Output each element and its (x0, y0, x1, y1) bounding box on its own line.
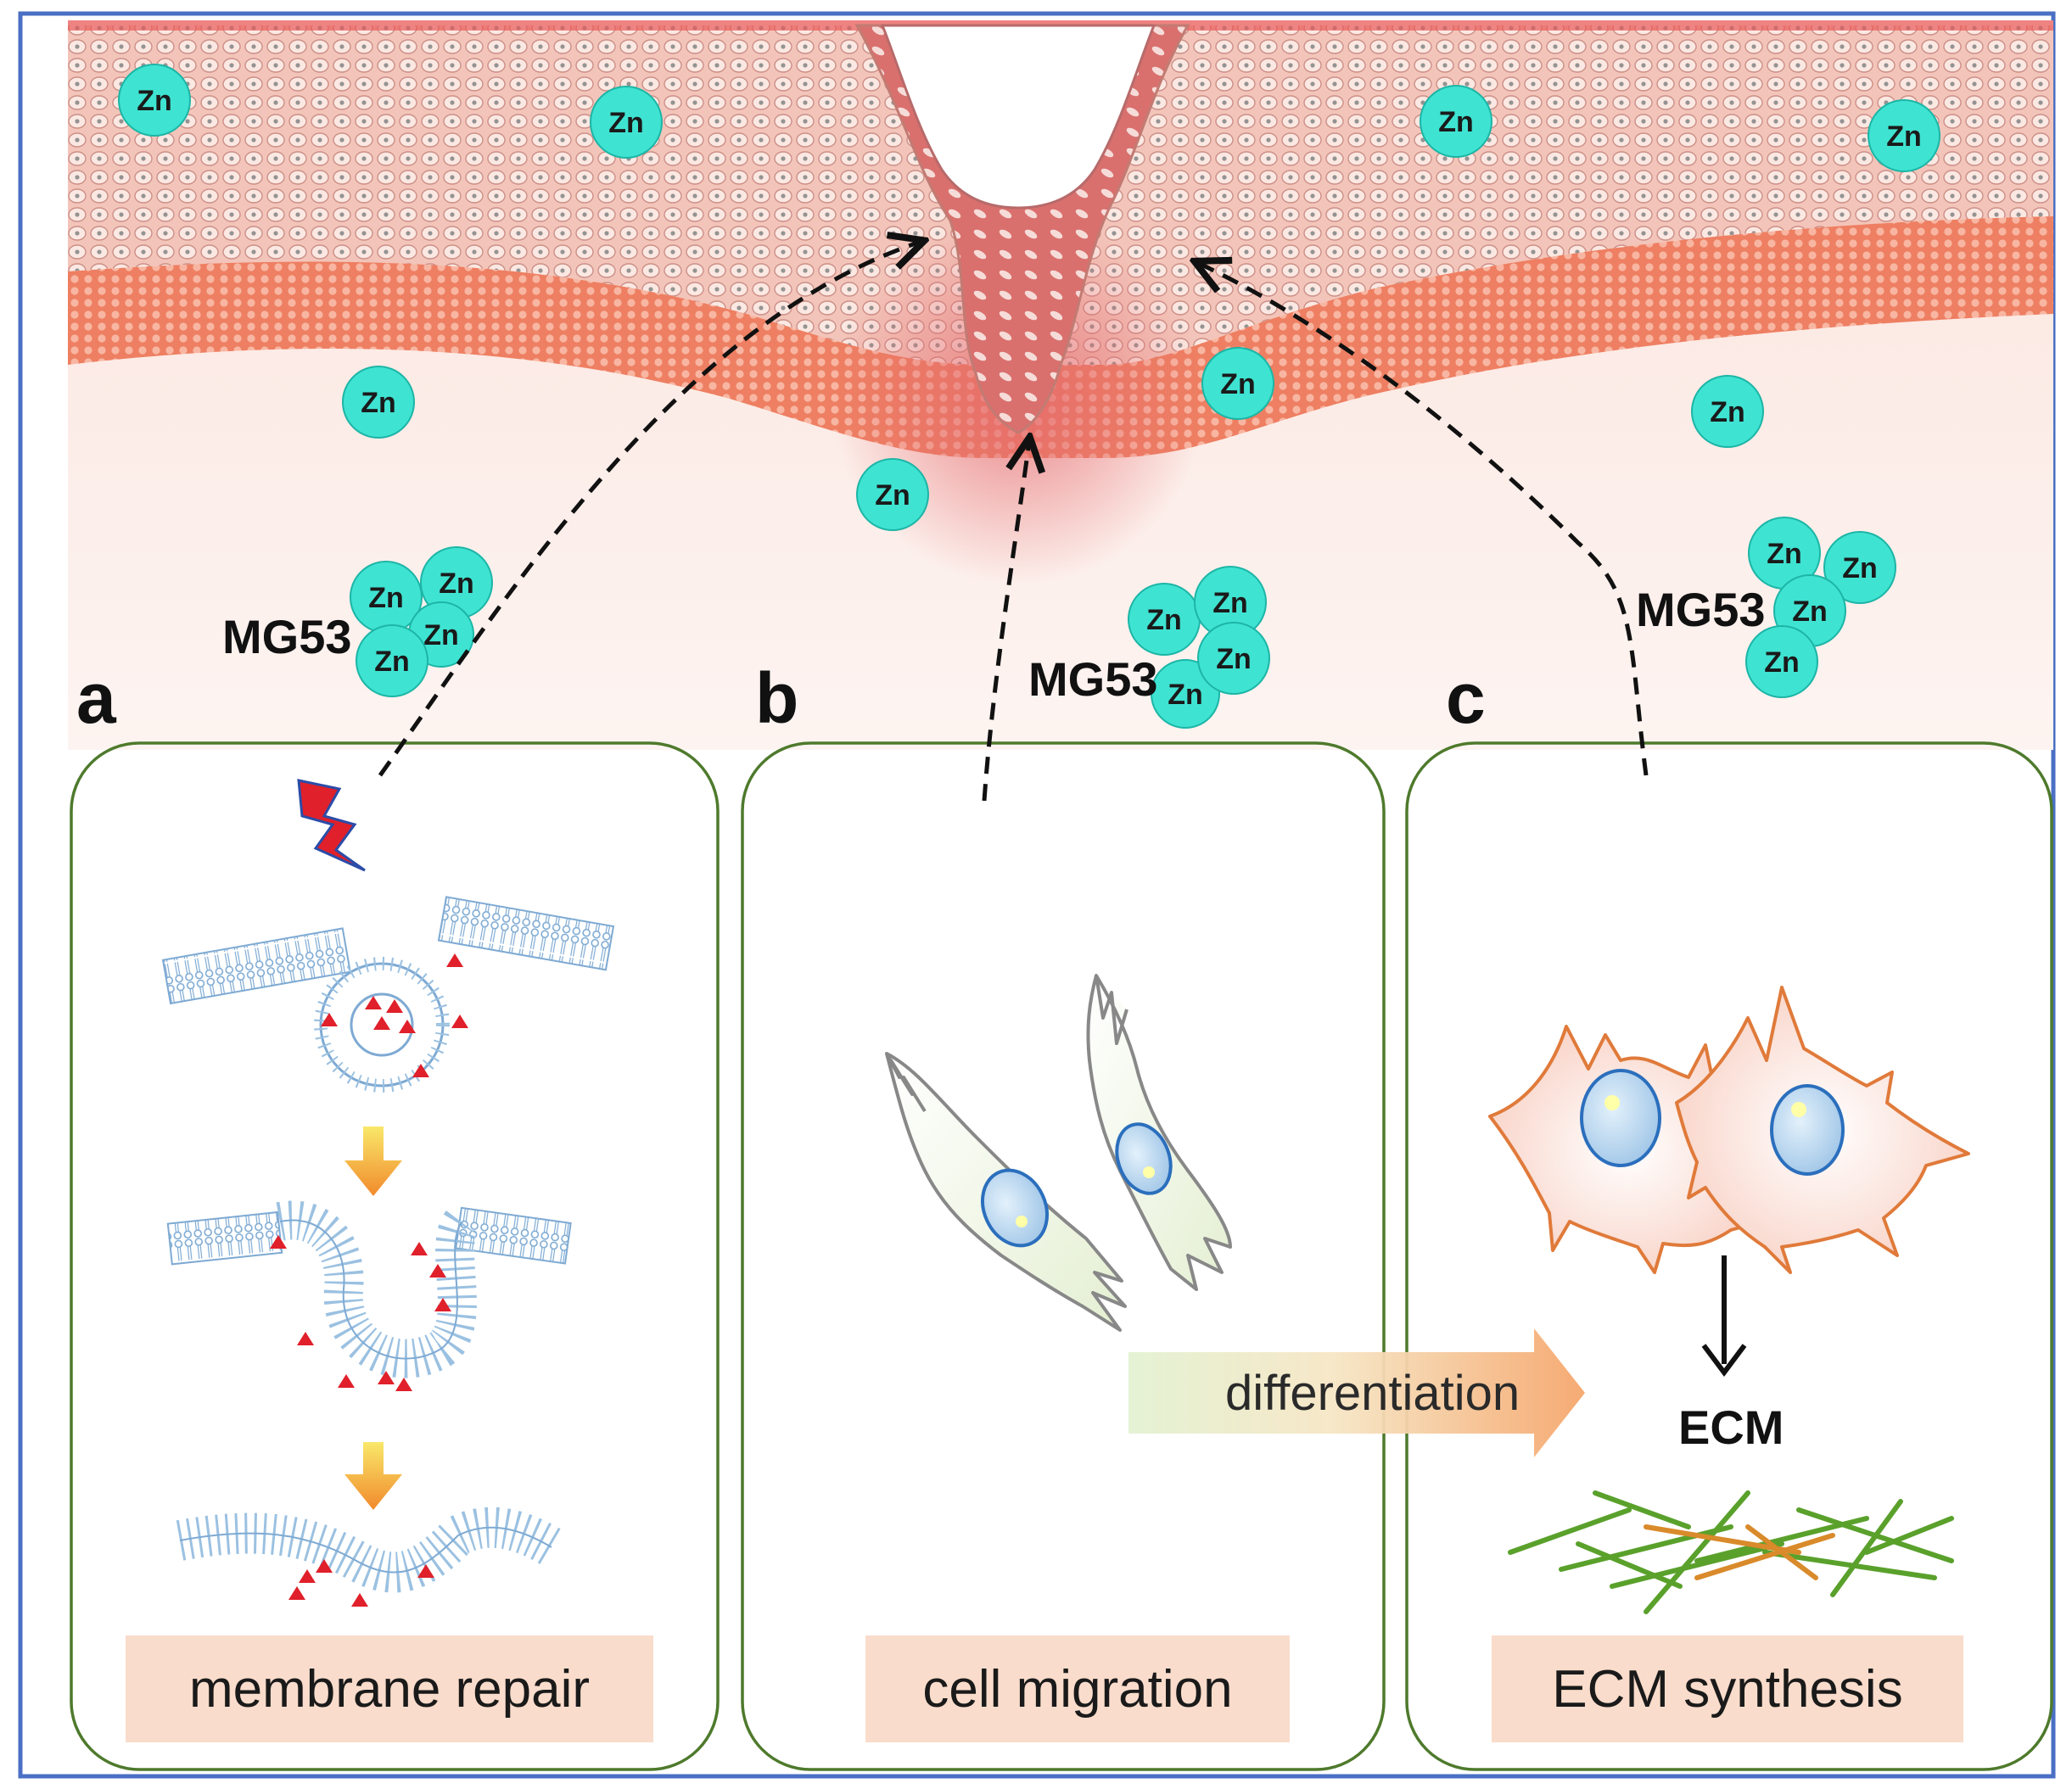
panel-letter-b: b (755, 658, 798, 738)
zn-ion: Zn (1420, 85, 1492, 158)
dermis-band (68, 216, 2053, 458)
mg53-cluster-b: Zn Zn Zn Zn MG53 (1028, 566, 1270, 729)
svg-text:Zn: Zn (423, 619, 459, 651)
zn-ion: Zn (1201, 347, 1274, 420)
ecm-synthesis-illustration: ECM (1488, 986, 1970, 1614)
mg53-label-a: MG53 (222, 610, 352, 663)
svg-text:Zn: Zn (1710, 396, 1745, 428)
svg-text:Zn: Zn (1220, 368, 1256, 400)
mg53-label-c: MG53 (1636, 583, 1766, 636)
cell-migration-illustration (885, 974, 1232, 1332)
differentiation-label: differentiation (1225, 1366, 1520, 1421)
svg-text:Zn: Zn (1764, 646, 1800, 679)
zn-ion: Zn (342, 366, 415, 439)
mg53-label-b: MG53 (1028, 652, 1158, 706)
svg-text:Zn: Zn (1842, 552, 1878, 584)
mg53-cluster-c: Zn Zn Zn Zn MG53 (1636, 517, 1896, 698)
ecm-label: ECM (1678, 1400, 1784, 1454)
zn-ion: Zn (856, 458, 929, 531)
svg-text:Zn: Zn (875, 479, 910, 512)
svg-text:Zn: Zn (439, 567, 474, 600)
panel-letter-c: c (1446, 658, 1486, 738)
svg-text:Zn: Zn (1767, 538, 1802, 570)
differentiation-arrow: differentiation (1128, 1328, 1585, 1457)
caption-ecm-synthesis: ECM synthesis (1492, 1635, 1963, 1742)
svg-text:ECM synthesis: ECM synthesis (1552, 1660, 1902, 1719)
svg-text:Zn: Zn (1216, 643, 1252, 675)
svg-text:Zn: Zn (361, 387, 396, 419)
svg-text:Zn: Zn (374, 646, 410, 678)
svg-text:Zn: Zn (608, 107, 644, 139)
zn-ion: Zn (1691, 375, 1764, 448)
zinc-ions: Zn Zn Zn Zn Zn Zn Zn Zn (118, 64, 1940, 531)
svg-text:Zn: Zn (1438, 106, 1474, 138)
zn-ion: Zn (1868, 99, 1940, 172)
step-arrow-1 (344, 1127, 402, 1196)
caption-cell-migration: cell migration (865, 1635, 1290, 1742)
dashed-arrows (378, 242, 1649, 802)
zn-ion: Zn (118, 64, 191, 137)
down-arrow-icon (1701, 1255, 1747, 1377)
svg-text:Zn: Zn (137, 85, 172, 117)
membrane-repair-illustration (161, 779, 615, 1607)
ecm-fibers (1508, 1490, 1954, 1614)
svg-text:Zn: Zn (368, 582, 404, 614)
step-arrow-2 (344, 1442, 402, 1510)
svg-text:Zn: Zn (1146, 604, 1182, 636)
svg-text:membrane repair: membrane repair (189, 1660, 590, 1719)
svg-text:Zn: Zn (1792, 595, 1828, 628)
mg53-cluster-a: Zn Zn Zn Zn MG53 (222, 546, 493, 697)
fibroblast-cell (885, 1052, 1127, 1332)
dashed-arrow-b (982, 441, 1029, 802)
zn-ion: Zn (590, 86, 663, 159)
panel-b-box (741, 741, 1386, 1771)
fibroblast-cell (1086, 974, 1232, 1291)
svg-text:Zn: Zn (1168, 679, 1203, 711)
svg-text:cell migration: cell migration (922, 1660, 1232, 1719)
panel-a-box (70, 741, 720, 1771)
dashed-arrow-a (378, 242, 921, 777)
svg-text:Zn: Zn (1212, 587, 1248, 619)
panel-c-box (1405, 741, 2053, 1771)
svg-text:Zn: Zn (1886, 120, 1922, 153)
lightning-icon (297, 779, 366, 872)
panel-letter-a: a (76, 658, 117, 738)
wound-opening (880, 24, 1156, 210)
myofibroblast-cell (1675, 986, 1970, 1274)
dashed-arrow-c (1198, 263, 1649, 776)
caption-membrane-repair: membrane repair (126, 1635, 653, 1742)
